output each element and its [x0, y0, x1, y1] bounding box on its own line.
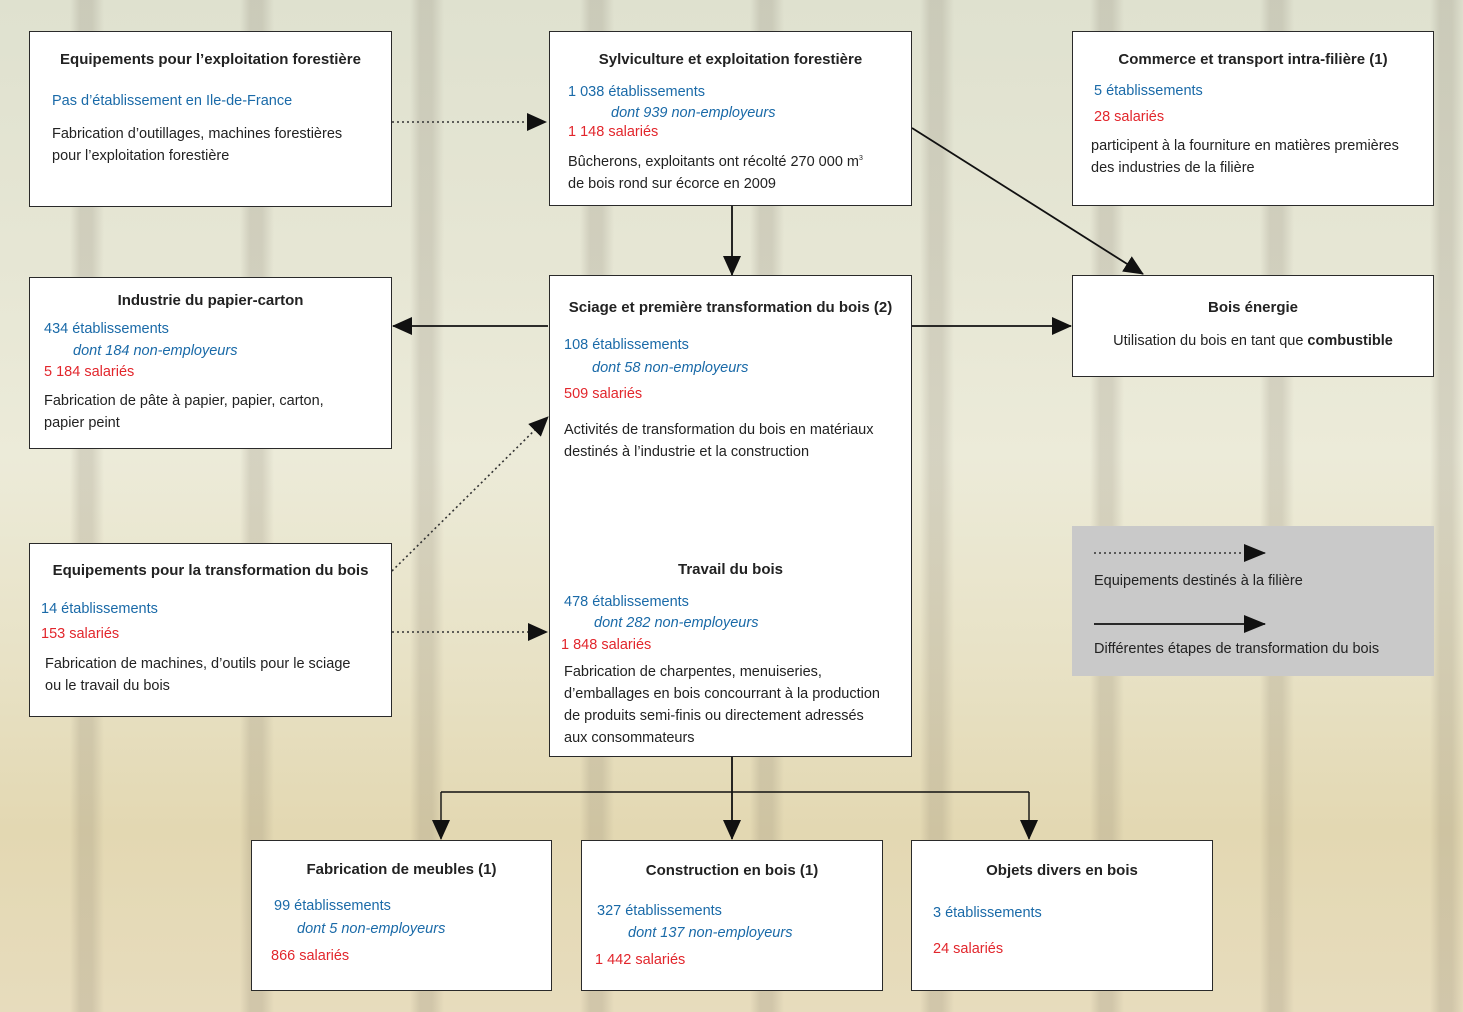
description-line: participent à la fourniture en matières …	[1091, 138, 1399, 154]
travail-title: Travail du bois	[677, 561, 784, 578]
establishments-count: 5 établissements	[1094, 83, 1203, 99]
description-line: de produits semi-finis ou directement ad…	[564, 708, 864, 724]
box-meubles: Fabrication de meubles (1) 99 établissem…	[251, 840, 552, 991]
description-line: Utilisation du bois en tant que combusti…	[1073, 331, 1433, 351]
description-line: de bois rond sur écorce en 2009	[568, 176, 776, 192]
box-objets-divers: Objets divers en bois 3 établissements 2…	[911, 840, 1213, 991]
employees-count: 5 184 salariés	[44, 364, 135, 380]
box-bois-energie: Bois énergie Utilisation du bois en tant…	[1072, 275, 1434, 377]
non-employers-count: dont 939 non-employeurs	[611, 105, 776, 121]
establishments-count: 108 établissements	[564, 337, 689, 353]
description-line: Fabrication de pâte à papier, papier, ca…	[44, 393, 324, 409]
description-line: Fabrication d’outillages, machines fores…	[52, 126, 343, 142]
box-title: Equipements pour la transformation du bo…	[52, 562, 369, 579]
non-employers-count: dont 5 non-employeurs	[297, 921, 446, 937]
box-title: Bois énergie	[1207, 299, 1299, 316]
non-employers-count: dont 58 non-employeurs	[592, 360, 749, 376]
box-equip-transformation: Equipements pour la transformation du bo…	[29, 543, 392, 717]
employees-count: 24 salariés	[933, 941, 1004, 957]
description-text: Bûcherons, exploitants ont récolté 270 0…	[568, 154, 859, 170]
establishments-count: 99 établissements	[274, 898, 391, 914]
arrow-sylviculture-to-bois-energie	[911, 127, 1144, 275]
description-line: Activités de transformation du bois en m…	[564, 422, 874, 438]
legend: Equipements destinés à la filière Différ…	[1072, 526, 1434, 676]
legend-dotted-label: Equipements destinés à la filière	[1094, 573, 1303, 589]
description-line: destinés à l’industrie et la constructio…	[564, 444, 810, 460]
box-title: Fabrication de meubles (1)	[306, 861, 497, 878]
box-commerce: Commerce et transport intra-filière (1) …	[1072, 31, 1434, 206]
arrow-equip-transfo-to-sciage	[391, 416, 549, 572]
description-line: papier peint	[44, 415, 120, 431]
employees-count: 1 442 salariés	[595, 952, 686, 968]
box-sylviculture: Sylviculture et exploitation forestière …	[549, 31, 912, 206]
description-line: Fabrication de charpentes, menuiseries,	[564, 664, 822, 680]
employees-count: 1 848 salariés	[561, 637, 652, 653]
description-text: Utilisation du bois en tant que	[1113, 333, 1308, 349]
non-employers-count: dont 137 non-employeurs	[628, 925, 793, 941]
box-sciage-travail: Sciage et première transformation du boi…	[549, 275, 912, 757]
description-line: d’emballages en bois concourrant à la pr…	[564, 686, 880, 702]
box-title: Objets divers en bois	[986, 862, 1138, 879]
box-equip-exploitation: Equipements pour l’exploitation forestiè…	[29, 31, 392, 207]
box-title: Sylviculture et exploitation forestière	[598, 51, 863, 68]
employees-count: 1 148 salariés	[568, 124, 659, 140]
description-line: ou le travail du bois	[45, 678, 170, 694]
employees-count: 28 salariés	[1094, 109, 1165, 125]
box-title: Construction en bois (1)	[645, 862, 819, 879]
no-establishment-text: Pas d’établissement en Ile-de-France	[52, 93, 293, 109]
employees-count: 153 salariés	[41, 626, 120, 642]
box-title: Commerce et transport intra-filière (1)	[1118, 51, 1388, 68]
non-employers-count: dont 282 non-employeurs	[594, 615, 759, 631]
description-line: Bûcherons, exploitants ont récolté 270 0…	[568, 152, 863, 172]
legend-solid-label: Différentes étapes de transformation du …	[1094, 641, 1380, 657]
establishments-count: 14 établissements	[41, 601, 158, 617]
description-bold: combustible	[1307, 333, 1393, 349]
establishments-count: 1 038 établissements	[568, 84, 706, 100]
establishments-count: 434 établissements	[44, 321, 169, 337]
description-line: pour l’exploitation forestière	[52, 148, 230, 164]
description-line: aux consommateurs	[564, 730, 695, 746]
establishments-count: 3 établissements	[933, 905, 1042, 921]
description-line: des industries de la filière	[1091, 160, 1255, 176]
description-line: Fabrication de machines, d’outils pour l…	[45, 656, 351, 672]
employees-count: 509 salariés	[564, 386, 643, 402]
box-title: Industrie du papier-carton	[117, 292, 304, 309]
legend-arrows	[1094, 544, 1266, 633]
employees-count: 866 salariés	[271, 948, 350, 964]
establishments-count: 478 établissements	[564, 594, 689, 610]
sciage-title: Sciage et première transformation du boi…	[568, 299, 893, 316]
box-papier-carton: Industrie du papier-carton 434 établisse…	[29, 277, 392, 449]
establishments-count: 327 établissements	[597, 903, 722, 919]
box-title: Equipements pour l’exploitation forestiè…	[60, 51, 361, 68]
box-construction: Construction en bois (1) 327 établisseme…	[581, 840, 883, 991]
non-employers-count: dont 184 non-employeurs	[73, 343, 238, 359]
superscript-unit: 3	[858, 155, 863, 163]
